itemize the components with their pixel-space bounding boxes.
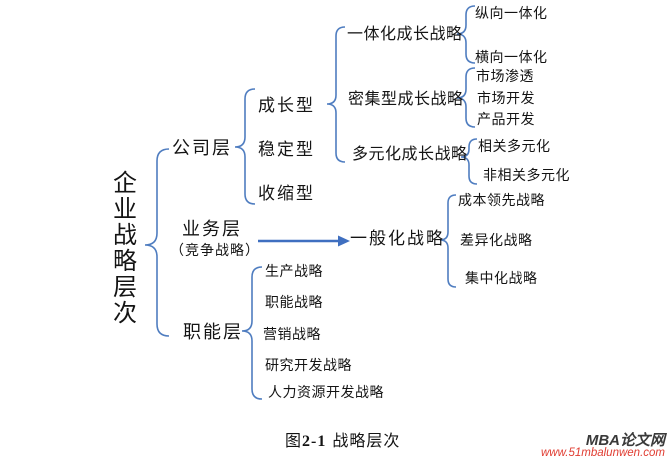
leaf-functional-strategy: 职能战略 [265, 296, 323, 311]
watermark-site-name: MBA论文网 [585, 432, 665, 449]
watermark-site-url: www.51mbalunwen.com [540, 447, 665, 459]
node-functional-level: 职能层 [183, 322, 243, 342]
leaf-unrelated-diversification: 非相关多元化 [483, 169, 570, 184]
leaf-differentiation-strategy: 差异化战略 [460, 234, 533, 249]
brace-root-levels [144, 148, 170, 337]
brace-growth-strategies [326, 26, 346, 163]
node-stable-type: 稳定型 [258, 140, 315, 159]
leaf-market-development: 市场开发 [477, 92, 535, 107]
node-retrenchment-type: 收缩型 [258, 184, 315, 203]
node-integration-growth-strategy: 一体化成长战略 [347, 26, 463, 43]
node-growth-type: 成长型 [258, 96, 315, 115]
node-business-level: 业务层 [182, 219, 242, 239]
arrowhead-icon [338, 235, 350, 247]
leaf-production-strategy: 生产战略 [265, 265, 323, 280]
leaf-rnd-strategy: 研究开发战略 [265, 359, 352, 374]
brace-intensive-children [456, 67, 476, 128]
node-intensive-growth-strategy: 密集型成长战略 [348, 91, 464, 108]
caption-title: 战略层次 [332, 433, 401, 450]
leaf-product-development: 产品开发 [477, 113, 535, 128]
node-generic-strategy: 一般化战略 [350, 229, 445, 248]
figure-caption: 图2-1 战略层次 [285, 433, 400, 451]
leaf-marketing-strategy: 营销战略 [263, 328, 321, 343]
leaf-horizontal-integration: 横向一体化 [475, 51, 548, 66]
brace-diversification-children [460, 138, 478, 185]
brace-generic-children [439, 194, 457, 288]
leaf-focus-strategy: 集中化战略 [465, 272, 538, 287]
node-company-level: 公司层 [172, 138, 232, 158]
leaf-market-penetration: 市场渗透 [476, 70, 534, 85]
brace-functional-children [241, 266, 263, 400]
brace-integration-children [456, 5, 476, 64]
leaf-cost-leadership-strategy: 成本领先战略 [458, 194, 545, 209]
root-label-enterprise-strategy-levels: 企业战略层次 [113, 171, 137, 327]
node-business-level-sublabel: （竞争战略） [170, 244, 260, 259]
brace-company-types [234, 88, 256, 205]
leaf-related-diversification: 相关多元化 [478, 140, 551, 155]
caption-prefix: 图 [285, 433, 303, 450]
leaf-vertical-integration: 纵向一体化 [475, 7, 548, 22]
node-diversification-growth-strategy: 多元化成长战略 [352, 146, 468, 163]
caption-number: 2-1 [302, 433, 327, 450]
arrow-right-connector [258, 235, 350, 247]
leaf-hr-development-strategy: 人力资源开发战略 [268, 386, 384, 401]
